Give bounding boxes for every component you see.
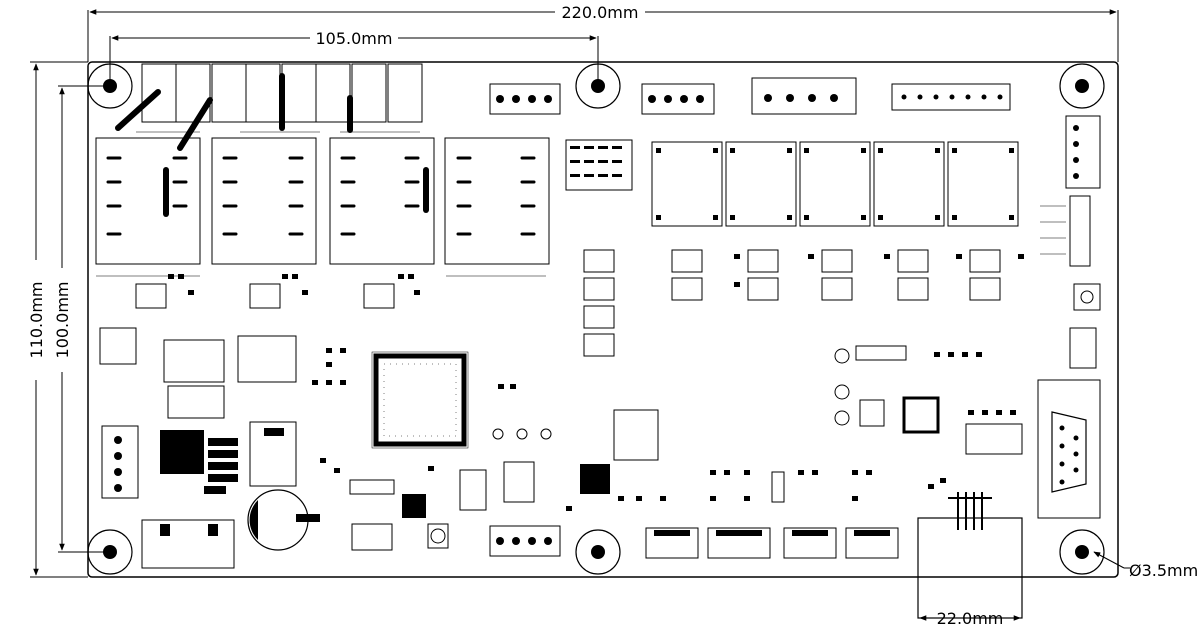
dim-mount-spacing-x-label: 105.0mm bbox=[316, 29, 393, 48]
dim-hole-diameter-label: Ø3.5mm bbox=[1129, 561, 1198, 580]
mounting-hole bbox=[87, 529, 133, 575]
db9-connector bbox=[1037, 379, 1101, 519]
silkscreen-marks bbox=[96, 131, 1066, 277]
mounting-hole bbox=[575, 63, 621, 109]
dim-hole-diameter: Ø3.5mm bbox=[1093, 551, 1198, 580]
ic-array-center bbox=[565, 139, 633, 191]
usb-header-pins bbox=[948, 492, 992, 530]
small-relay-pins bbox=[656, 148, 1014, 220]
optocoupler-rows bbox=[135, 249, 1001, 357]
capacitor-large bbox=[247, 489, 309, 551]
connector-pins bbox=[496, 94, 1079, 179]
mounting-holes bbox=[87, 63, 1105, 575]
dim-mount-spacing-x: 105.0mm bbox=[109, 29, 599, 80]
terminal-jumpers bbox=[115, 73, 429, 217]
small-relay-block bbox=[651, 141, 1019, 227]
mid-ics bbox=[349, 283, 1101, 518]
top-connectors bbox=[489, 77, 1101, 267]
dim-board-width: 220.0mm bbox=[87, 3, 1119, 62]
mounting-hole bbox=[575, 529, 621, 575]
board-outline bbox=[87, 61, 1119, 578]
mounting-hole bbox=[1059, 529, 1105, 575]
dim-board-height: 110.0mm bbox=[27, 61, 88, 578]
dim-board-width-label: 220.0mm bbox=[562, 3, 639, 22]
smd-scatter bbox=[168, 254, 1024, 511]
dim-mount-spacing-y-label: 100.0mm bbox=[53, 282, 72, 359]
bottom-connector-pins bbox=[430, 528, 890, 545]
main-mcu bbox=[371, 351, 469, 449]
mounting-hole bbox=[87, 63, 133, 109]
dim-board-height-label: 110.0mm bbox=[27, 282, 46, 359]
dim-connector-width-label: 22.0mm bbox=[937, 609, 1004, 625]
relay-block bbox=[95, 137, 550, 265]
bottom-connectors bbox=[351, 461, 899, 559]
dim-connector-width: 22.0mm bbox=[917, 517, 1023, 625]
usb-connector-outline bbox=[917, 517, 1023, 619]
power-section bbox=[99, 327, 297, 569]
dim-mount-spacing-y: 100.0mm bbox=[53, 85, 110, 553]
small-circles bbox=[492, 348, 850, 440]
mounting-hole bbox=[1059, 63, 1105, 109]
terminal-pins-left bbox=[114, 436, 122, 492]
relay-pins bbox=[106, 156, 536, 236]
